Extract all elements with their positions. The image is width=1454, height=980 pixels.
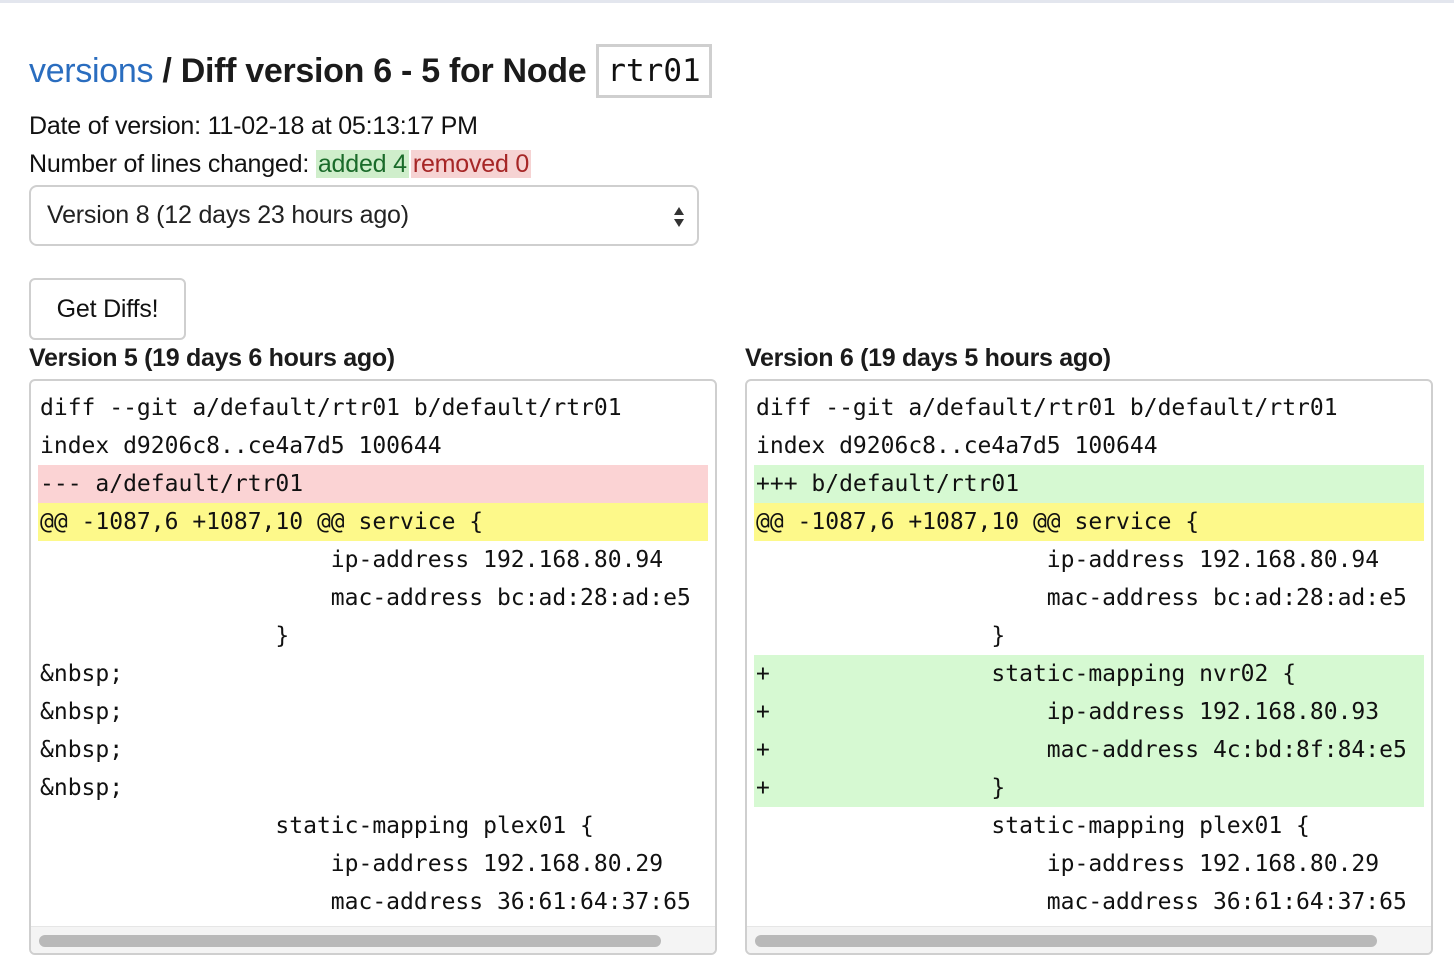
diff-line-normal: ip-address 192.168.80.29: [40, 851, 664, 877]
right-scrollbar-thumb[interactable]: [755, 935, 1377, 947]
diff-line-normal: diff --git a/default/rtr01 b/default/rtr…: [40, 395, 622, 421]
top-border: [0, 0, 1454, 3]
diff-line-normal: index d9206c8..ce4a7d5 100644: [40, 433, 442, 459]
diff-line-normal: static-mapping plex01 {: [40, 813, 594, 839]
diff-line-normal: }: [756, 623, 1006, 649]
left-horizontal-scrollbar[interactable]: [31, 926, 715, 953]
select-arrows-icon: [674, 207, 684, 227]
version-date: Date of version: 11-02-18 at 05:13:17 PM: [29, 112, 478, 140]
diff-line-normal: }: [40, 623, 290, 649]
get-diffs-button[interactable]: Get Diffs!: [29, 278, 186, 340]
lines-changed-label: Number of lines changed:: [29, 150, 310, 178]
diff-line-normal: ip-address 192.168.80.94: [756, 547, 1380, 573]
removed-count-badge: removed 0: [410, 150, 532, 178]
diff-line-normal: mac-address bc:ad:28:ad:e5: [40, 585, 691, 611]
diff-line-removed: --- a/default/rtr01: [38, 465, 708, 503]
page-title: versions / Diff version 6 - 5 for Node r…: [29, 44, 712, 98]
diff-line-normal: static-mapping plex01 {: [756, 813, 1310, 839]
version-select[interactable]: Version 8 (12 days 23 hours ago): [29, 185, 699, 246]
title-text: Diff version 6 - 5 for Node: [180, 51, 587, 90]
left-pane-title: Version 5 (19 days 6 hours ago): [29, 344, 395, 372]
diff-line-normal: mac-address 36:61:64:37:65: [40, 889, 691, 915]
right-diff-pane[interactable]: diff --git a/default/rtr01 b/default/rtr…: [745, 379, 1433, 955]
left-diff-code: diff --git a/default/rtr01 b/default/rtr…: [38, 389, 708, 927]
left-diff-pane[interactable]: diff --git a/default/rtr01 b/default/rtr…: [29, 379, 717, 955]
diff-line-added: +++ b/default/rtr01: [754, 465, 1424, 503]
diff-line-hunk: @@ -1087,6 +1087,10 @@ service {: [754, 503, 1424, 541]
diff-line-normal: mac-address 36:61:64:37:65: [756, 889, 1407, 915]
diff-line-normal: ip-address 192.168.80.94: [40, 547, 664, 573]
diff-line-added: + static-mapping nvr02 {: [754, 655, 1424, 693]
diff-line-normal: &nbsp;: [40, 699, 124, 725]
right-pane-title: Version 6 (19 days 5 hours ago): [745, 344, 1111, 372]
diff-line-normal: ip-address 192.168.80.29: [756, 851, 1380, 877]
diff-line-normal: mac-address bc:ad:28:ad:e5: [756, 585, 1407, 611]
right-horizontal-scrollbar[interactable]: [747, 926, 1431, 953]
diff-line-added: + ip-address 192.168.80.93: [754, 693, 1424, 731]
diff-line-normal: &nbsp;: [40, 737, 124, 763]
diff-line-added: + mac-address 4c:bd:8f:84:e5: [754, 731, 1424, 769]
diff-line-added: + }: [754, 769, 1424, 807]
breadcrumb-versions-link[interactable]: versions: [29, 51, 154, 90]
right-diff-code: diff --git a/default/rtr01 b/default/rtr…: [754, 389, 1424, 927]
added-count-badge: added 4: [315, 150, 409, 178]
diff-line-normal: &nbsp;: [40, 775, 124, 801]
diff-line-normal: index d9206c8..ce4a7d5 100644: [756, 433, 1158, 459]
breadcrumb-separator: /: [162, 51, 172, 90]
diff-line-normal: diff --git a/default/rtr01 b/default/rtr…: [756, 395, 1338, 421]
diff-line-hunk: @@ -1087,6 +1087,10 @@ service {: [38, 503, 708, 541]
diff-line-normal: &nbsp;: [40, 661, 124, 687]
left-scrollbar-thumb[interactable]: [39, 935, 661, 947]
node-name-badge: rtr01: [596, 44, 712, 98]
version-select-value: Version 8 (12 days 23 hours ago): [47, 201, 409, 229]
